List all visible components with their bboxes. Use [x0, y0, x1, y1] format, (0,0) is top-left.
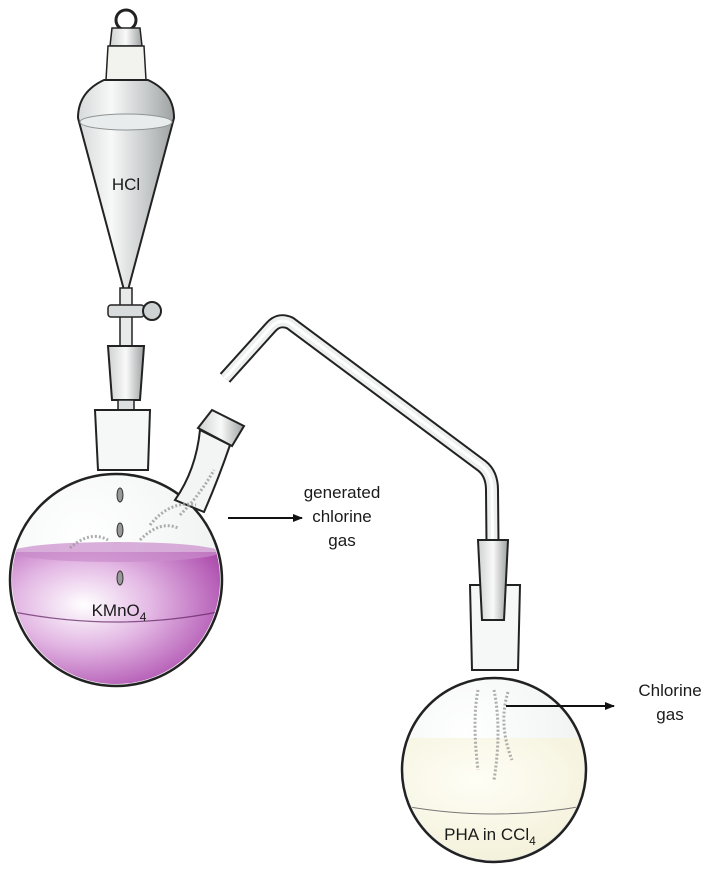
reaction-flask-side-arm	[175, 430, 230, 512]
funnel-liquid-surface	[80, 114, 172, 130]
separatory-funnel	[78, 10, 174, 422]
generated-gas-label-2: chlorine	[312, 507, 372, 526]
collection-flask-joint	[478, 540, 508, 620]
gas-bubble	[117, 571, 123, 585]
generated-gas-label-3: gas	[328, 531, 355, 550]
funnel-stopper-ring	[116, 10, 136, 30]
generated-gas-label-1: generated	[304, 483, 381, 502]
hcl-label: HCl	[112, 175, 140, 194]
funnel-stem	[120, 288, 132, 348]
gas-bubble	[117, 523, 123, 537]
delivery-tube	[225, 321, 493, 595]
stopcock-handle[interactable]	[143, 302, 161, 320]
chlorine-gas-label-2: gas	[656, 705, 683, 724]
funnel-stopper	[110, 28, 142, 46]
stopcock-barrel	[108, 305, 144, 317]
reaction-flask	[0, 410, 244, 702]
chlorine-gas-label-1: Chlorine	[638, 681, 701, 700]
funnel-neck	[106, 46, 146, 80]
gas-bubble	[117, 488, 123, 502]
funnel-joint	[108, 346, 144, 400]
reaction-flask-neck	[95, 410, 150, 470]
